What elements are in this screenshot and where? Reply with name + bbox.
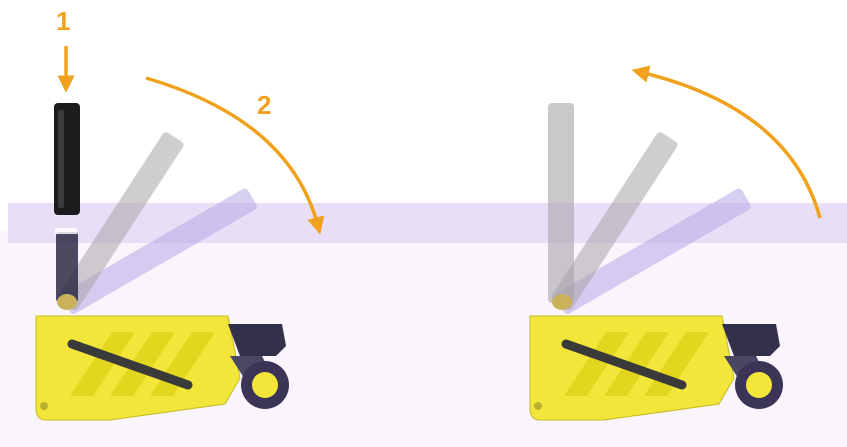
step-2-arrow: 2 <box>145 76 325 235</box>
device-body-right <box>529 315 783 421</box>
handle-ghost-mid <box>57 132 184 311</box>
right-panel <box>529 65 822 421</box>
device-body-left <box>35 315 289 421</box>
hinge-right <box>552 294 572 310</box>
step-1-label: 1 <box>56 6 70 36</box>
handle-ghost-folded-right <box>555 188 751 314</box>
unfold-arrow <box>631 65 822 219</box>
left-panel: 1 2 <box>35 6 325 421</box>
handle-ghost-mid-right <box>551 132 678 311</box>
handle-upright <box>54 103 80 302</box>
handle-ghost-folded <box>61 188 257 314</box>
step-1-arrow: 1 <box>56 6 75 93</box>
step-2-label: 2 <box>257 90 271 120</box>
handle-ghost-upright-right <box>548 103 574 303</box>
hinge <box>57 294 77 310</box>
